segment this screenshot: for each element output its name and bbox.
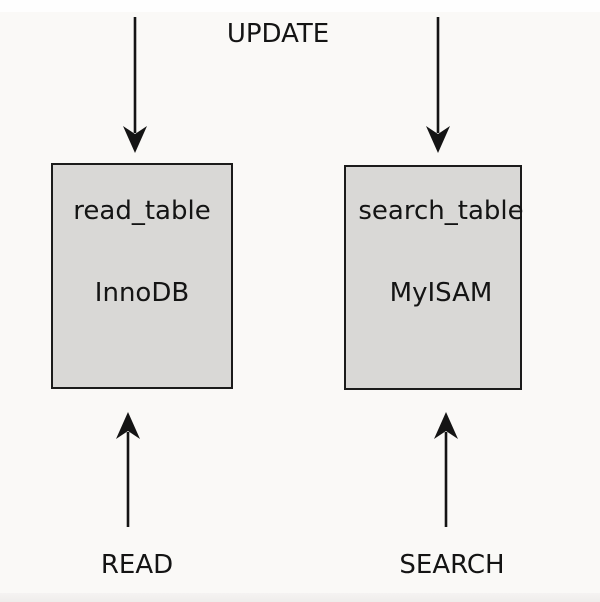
down-arrow-to-search-table xyxy=(426,17,450,153)
search-table-name: search_table xyxy=(358,196,524,226)
update-label: UPDATE xyxy=(226,19,330,49)
read-table-engine: InnoDB xyxy=(94,278,190,308)
up-arrow-to-search-table xyxy=(434,412,458,527)
read-table-box: read_table InnoDB xyxy=(51,163,233,389)
top-white-strip xyxy=(0,0,600,12)
bottom-gray-strip xyxy=(0,593,600,602)
down-arrow-to-read-table xyxy=(123,17,147,153)
read-label: READ xyxy=(100,550,174,580)
search-table-box: search_table MyISAM xyxy=(344,165,524,390)
search-label: SEARCH xyxy=(399,550,505,580)
up-arrow-to-read-table xyxy=(116,412,140,527)
read-table-name: read_table xyxy=(73,196,211,226)
search-table-engine: MyISAM xyxy=(389,278,493,308)
